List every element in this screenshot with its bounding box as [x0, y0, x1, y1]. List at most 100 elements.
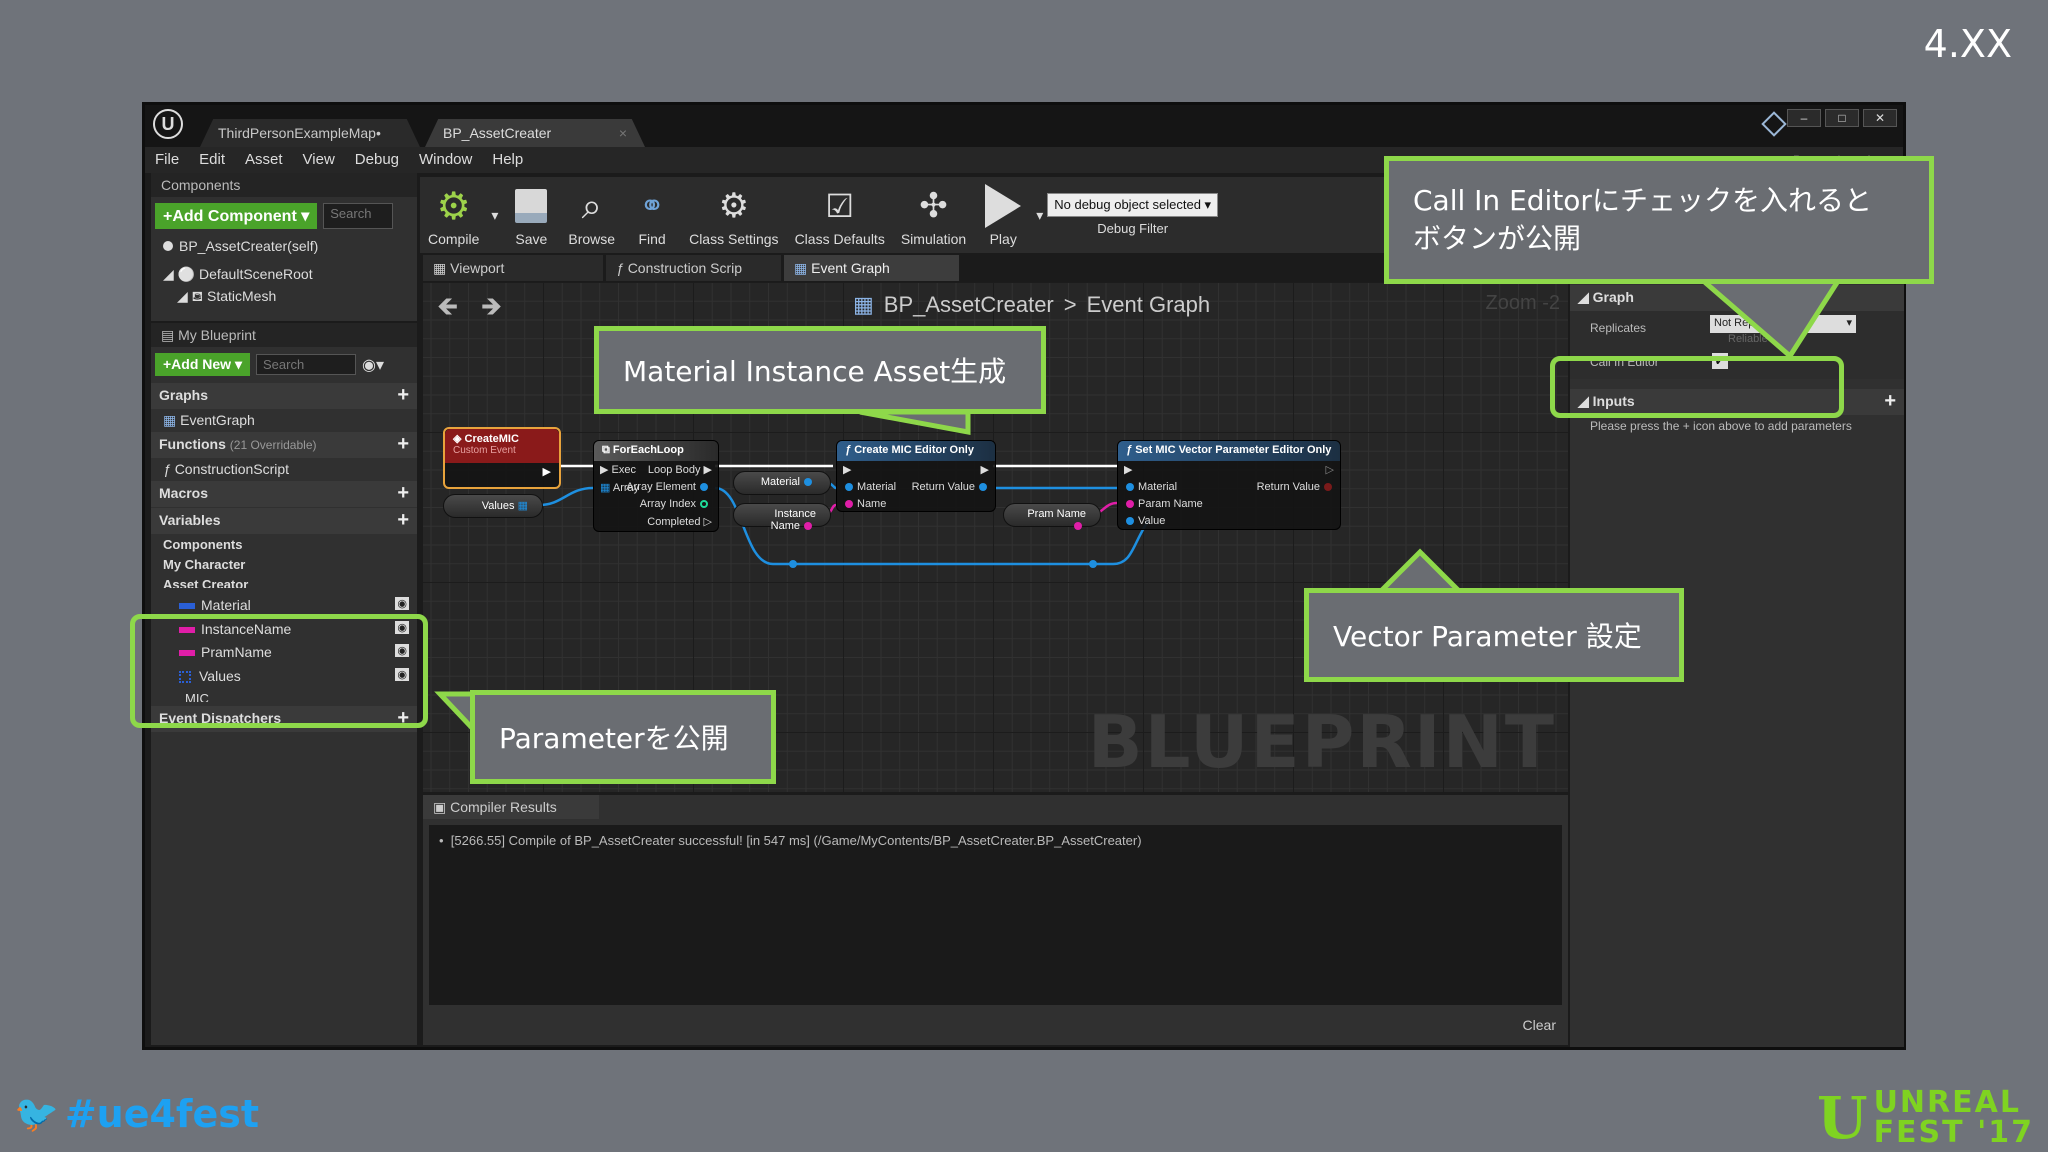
pram-name-get-node[interactable]: Pram Name — [1003, 503, 1101, 531]
tab-bp-assetcreater[interactable]: BP_AssetCreater × — [425, 119, 645, 147]
add-component-button[interactable]: +Add Component ▾ — [155, 203, 318, 229]
menu-help[interactable]: Help — [492, 151, 524, 168]
forward-arrow-icon[interactable]: 🡺 — [481, 291, 503, 321]
exec-out-pin[interactable]: ▷ — [1325, 464, 1334, 476]
visibility-eye-icon[interactable]: ◉ — [395, 644, 409, 657]
variable-instancename[interactable]: InstanceName◉ — [151, 618, 417, 642]
components-search-input[interactable]: Search — [323, 203, 394, 229]
compiler-icon: ▣ — [433, 799, 451, 815]
create-mic-editor-node[interactable]: ƒ Create MIC Editor Only ▶ ▶ Material Na… — [836, 440, 996, 512]
compile-options-button[interactable]: ▾ — [487, 177, 502, 253]
event-graph-item[interactable]: ▦ EventGraph — [151, 409, 417, 431]
class-settings-button[interactable]: ⚙Class Settings — [681, 177, 786, 253]
exec-out-pin[interactable]: ▶ — [542, 466, 551, 478]
play-options-button[interactable]: ▾ — [1032, 177, 1047, 253]
menu-edit[interactable]: Edit — [199, 151, 226, 168]
play-button[interactable]: Play — [974, 177, 1032, 253]
maximize-icon[interactable]: □ — [1825, 109, 1859, 127]
exec-in-pin[interactable]: ▶ — [843, 464, 852, 476]
material-in-pin[interactable]: Material — [841, 481, 896, 493]
menu-window[interactable]: Window — [419, 151, 473, 168]
visibility-eye-icon[interactable]: ◉ — [395, 597, 409, 610]
browse-button[interactable]: ⌕Browse — [560, 177, 623, 253]
close-icon[interactable]: ✕ — [1863, 109, 1897, 127]
visibility-eye-icon[interactable]: ◉ — [395, 667, 409, 681]
clear-button[interactable]: Clear — [1522, 1017, 1556, 1033]
asset-creator-category[interactable]: Asset Creator — [163, 577, 249, 588]
breadcrumb-root[interactable]: BP_AssetCreater — [883, 292, 1054, 317]
back-arrow-icon[interactable]: 🡸 — [437, 291, 459, 321]
component-self[interactable]: BP_AssetCreater(self) — [151, 235, 417, 257]
return-value-pin[interactable]: Return Value — [1257, 481, 1336, 493]
menu-asset[interactable]: Asset — [245, 151, 283, 168]
components-category[interactable]: Components — [163, 537, 243, 552]
component-static-mesh[interactable]: ◢ ⛾ StaticMesh — [151, 285, 417, 307]
simulation-button[interactable]: ✣Simulation — [893, 177, 974, 253]
macros-section[interactable]: Macros+ — [151, 481, 417, 507]
chevron-down-icon: ▾ — [1036, 206, 1044, 223]
menu-debug[interactable]: Debug — [354, 151, 399, 168]
exec-out-pin[interactable]: ▶ — [980, 464, 989, 476]
loop-body-pin[interactable]: Loop Body ▶ — [647, 464, 712, 476]
functions-section[interactable]: Functions (21 Overridable)+ — [151, 432, 417, 458]
variables-section[interactable]: Variables + — [151, 508, 417, 534]
values-get-node[interactable]: Values ▦ — [443, 494, 543, 518]
completed-pin[interactable]: Completed ▷ — [647, 516, 712, 528]
tab-construction-script[interactable]: ƒ Construction Scrip — [606, 255, 781, 281]
save-button[interactable]: Save — [502, 177, 560, 253]
array-element-pin[interactable]: Array Element — [626, 481, 712, 493]
mic-category[interactable]: MIC — [185, 691, 209, 702]
class-defaults-button[interactable]: ☑Class Defaults — [787, 177, 893, 253]
add-macro-icon[interactable]: + — [397, 482, 409, 504]
visibility-eye-icon[interactable]: ◉ — [395, 620, 409, 634]
array-pin[interactable]: ▦ — [517, 500, 528, 512]
variables-label: Variables — [159, 512, 221, 528]
component-default-scene-root[interactable]: ◢ ⚪ DefaultSceneRoot — [151, 263, 417, 285]
add-new-button[interactable]: +Add New ▾ — [155, 353, 250, 376]
value-in-pin[interactable]: Value — [1122, 515, 1165, 527]
my-character-category[interactable]: My Character — [163, 557, 246, 572]
tab-close-icon[interactable]: × — [618, 125, 627, 141]
find-button[interactable]: ⚭Find — [623, 177, 681, 253]
instance-name-get-node[interactable]: Instance Name — [733, 503, 831, 532]
name-in-pin[interactable]: Name — [841, 498, 886, 510]
compiler-results-tab[interactable]: ▣ Compiler Results — [423, 795, 599, 819]
tab-map[interactable]: ThirdPersonExampleMap• — [200, 119, 420, 147]
array-in-pin[interactable]: ▦ Array — [600, 482, 640, 494]
variable-values[interactable]: Values◉ — [151, 665, 417, 689]
debug-object-select[interactable]: No debug object selected ▾ — [1047, 193, 1219, 217]
compile-button[interactable]: ⚙Compile — [420, 177, 487, 253]
compiler-results-panel: ▣ Compiler Results • [5266.55] Compile o… — [423, 795, 1568, 1045]
variable-pramname[interactable]: PramName◉ — [151, 641, 417, 665]
add-variable-icon[interactable]: + — [397, 509, 409, 531]
material-get-node[interactable]: Material — [733, 471, 831, 495]
graphs-section[interactable]: Graphs + — [151, 383, 417, 409]
tab-event-graph[interactable]: ▦ Event Graph — [784, 255, 959, 281]
menu-file[interactable]: File — [155, 151, 180, 168]
minimize-icon[interactable]: – — [1787, 109, 1821, 127]
eye-icon[interactable]: ◉▾ — [361, 356, 384, 374]
add-dispatcher-icon[interactable]: + — [397, 707, 409, 729]
graph-icon: ▦ — [794, 260, 812, 276]
exec-in-pin[interactable]: ▶ — [1124, 464, 1133, 476]
array-index-pin[interactable]: Array Index — [640, 498, 712, 510]
add-graph-icon[interactable]: + — [397, 384, 409, 406]
param-name-in-pin[interactable]: Param Name — [1122, 498, 1203, 510]
material-in-pin[interactable]: Material — [1122, 481, 1177, 493]
graphs-label: Graphs — [159, 387, 209, 403]
construction-script-item[interactable]: ƒ ConstructionScript — [151, 458, 417, 480]
my-blueprint-search-input[interactable]: Search — [255, 354, 356, 375]
tab-viewport[interactable]: ▦ Viewport — [423, 255, 603, 281]
foreachloop-node[interactable]: ⧉ ForEachLoop ▶ Exec ▦ Array Loop Body ▶… — [593, 440, 719, 532]
variable-material[interactable]: Material◉ — [151, 594, 417, 618]
add-function-icon[interactable]: + — [397, 433, 409, 455]
menu-view[interactable]: View — [302, 151, 335, 168]
add-input-icon[interactable]: + — [1884, 390, 1896, 412]
set-mic-vector-node[interactable]: ƒ Set MIC Vector Parameter Editor Only ▶… — [1117, 440, 1341, 530]
exec-in-pin[interactable]: ▶ Exec — [600, 464, 636, 476]
return-value-pin[interactable]: Return Value — [912, 481, 991, 493]
components-tab[interactable]: Components — [151, 173, 417, 197]
my-blueprint-tab[interactable]: ▤ My Blueprint — [151, 323, 417, 347]
inputs-section[interactable]: ◢ Inputs+ — [1570, 389, 1904, 415]
